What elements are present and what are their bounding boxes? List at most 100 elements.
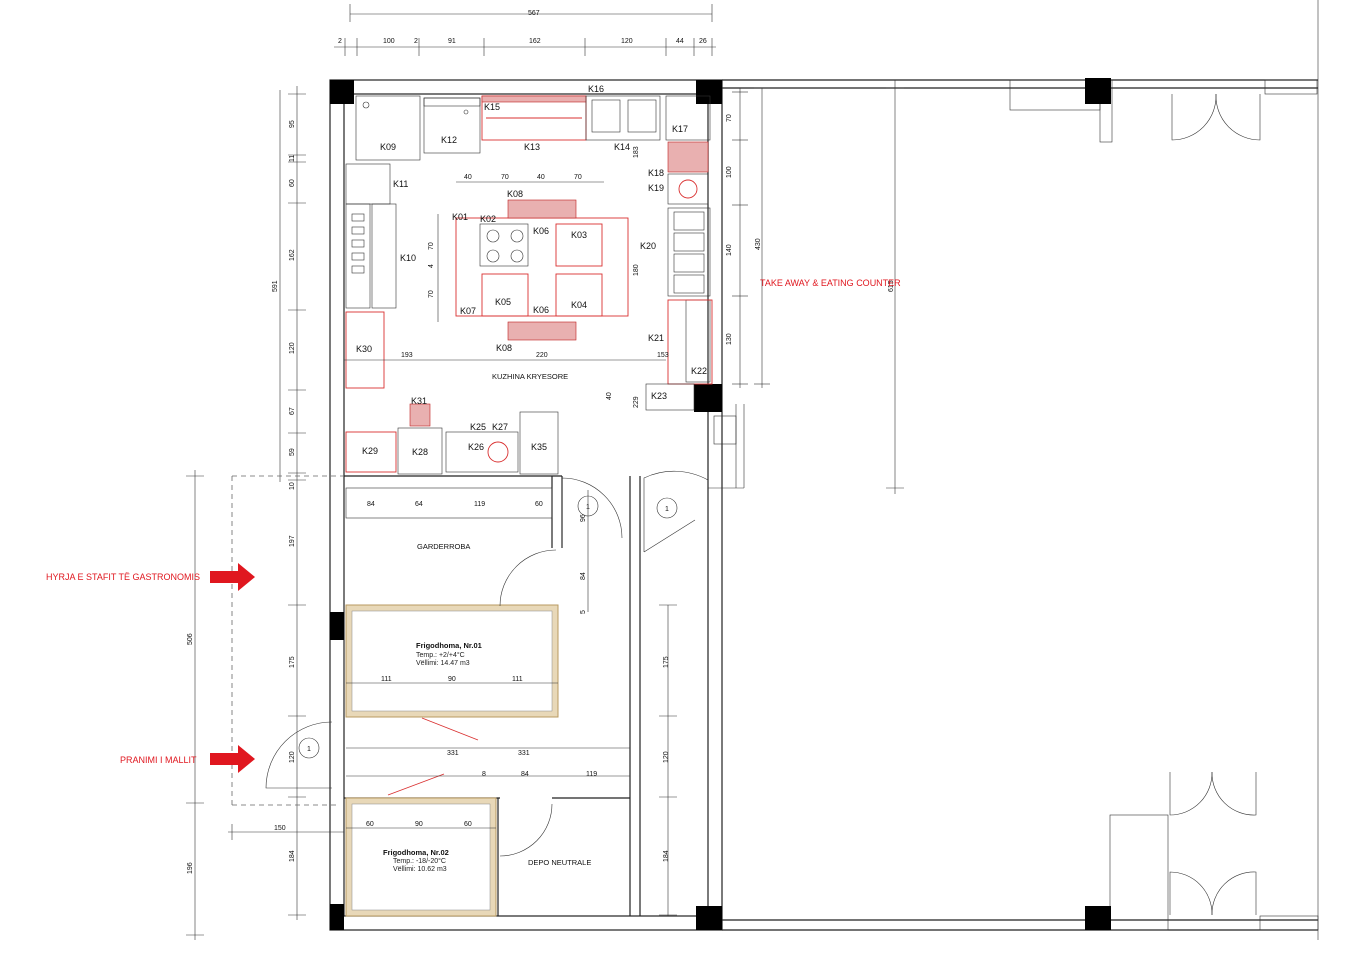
label-k14: K14 xyxy=(614,142,630,152)
label-k22: K22 xyxy=(691,366,707,376)
label-k11: K11 xyxy=(393,179,408,189)
label-k26: K26 xyxy=(468,442,484,452)
label-k08: K08 xyxy=(507,189,523,199)
exterior-dashed-area xyxy=(228,475,344,840)
dim-far-left: 196 xyxy=(187,862,194,874)
frigo1-volume: Vëllimi: 14.47 m3 xyxy=(416,660,470,667)
door-number: 1 xyxy=(665,506,669,513)
label-k21: K21 xyxy=(648,333,664,343)
dim-corridor-small: 5 xyxy=(580,610,587,614)
dim-left: 60 xyxy=(289,179,296,187)
dim-garderoba: 64 xyxy=(415,501,423,508)
label-k28: K28 xyxy=(412,447,428,457)
label-k25: K25 xyxy=(470,422,486,432)
label-k27: K27 xyxy=(492,422,508,432)
label-k12: K12 xyxy=(441,135,457,145)
label-k06: K06 xyxy=(533,226,549,236)
label-k04: K04 xyxy=(571,300,587,310)
dim-right-615: 615 xyxy=(888,280,895,292)
label-k08: K08 xyxy=(496,343,512,353)
frigo2-title: Frigodhoma, Nr.02 xyxy=(383,848,449,857)
dim-mid-small: 229 xyxy=(633,396,640,408)
dim-corridor-lower: 119 xyxy=(586,771,597,778)
top-dimension-lines xyxy=(334,4,716,56)
label-k15: K15 xyxy=(484,102,500,112)
dim-top-seg: 100 xyxy=(383,38,395,45)
label-k16: K16 xyxy=(588,84,604,94)
label-k10: K10 xyxy=(400,253,416,263)
dim-corridor-lower: 84 xyxy=(521,771,529,778)
dim-left-total: 591 xyxy=(272,280,279,292)
dim-island-top: 70 xyxy=(501,174,509,181)
label-k06: K06 xyxy=(533,305,549,315)
dim-island-top: 70 xyxy=(574,174,582,181)
label-k17: K17 xyxy=(672,124,688,134)
dim-frigo2: 90 xyxy=(415,821,423,828)
dim-frigo1: 111 xyxy=(381,676,392,683)
dim-right-corridor: 175 xyxy=(663,656,670,668)
dim-island-side: 180 xyxy=(633,264,640,276)
dim-far-left: 506 xyxy=(187,633,194,645)
dim-island-top: 40 xyxy=(464,174,472,181)
dim-right-k: 70 xyxy=(726,114,733,122)
dim-frigo2: 60 xyxy=(366,821,374,828)
dim-top-seg: 2 xyxy=(338,38,342,45)
note-takeaway: TAKE AWAY & EATING COUNTER xyxy=(760,278,901,288)
label-k13: K13 xyxy=(524,142,540,152)
dim-left: 59 xyxy=(289,448,296,456)
note-staff-entry: HYRJA E STAFIT TË GASTRONOMIS xyxy=(46,572,200,582)
dim-left: 10 xyxy=(289,482,296,490)
dim-left: 162 xyxy=(289,249,296,261)
dim-left: 67 xyxy=(289,407,296,415)
frigo1-temp: Temp.: +2/+4°C xyxy=(416,651,465,659)
doors xyxy=(265,470,709,857)
dim-left: 120 xyxy=(289,342,296,354)
dim-garderoba: 119 xyxy=(474,501,485,508)
label-k03: K03 xyxy=(571,230,587,240)
dim-kitchen-row: 193 xyxy=(401,352,413,359)
dim-frigo1: 90 xyxy=(448,676,456,683)
dim-right-corridor: 184 xyxy=(663,850,670,862)
dim-garderoba: 84 xyxy=(367,501,375,508)
dim-top-seg: 120 xyxy=(621,38,633,45)
label-k35: K35 xyxy=(531,442,547,452)
dim-k14-side: 183 xyxy=(633,146,640,158)
label-k02: K02 xyxy=(480,214,496,224)
dim-left: 184 xyxy=(289,850,296,862)
dim-top-seg: 91 xyxy=(448,38,456,45)
dim-left: 197 xyxy=(289,535,296,547)
dim-top-total: 567 xyxy=(528,10,540,17)
dim-left: 120 xyxy=(289,751,296,763)
cold-rooms xyxy=(345,604,630,917)
label-k01: K01 xyxy=(452,212,468,222)
dim-top-seg: 162 xyxy=(529,38,541,45)
label-k31: K31 xyxy=(411,396,427,406)
dim-corridor-small: 96 xyxy=(580,514,587,522)
room-depo-label: DEPO NEUTRALE xyxy=(528,858,591,867)
dim-corridor: 331 xyxy=(518,750,530,757)
frigo2-volume: Vëllimi: 10.62 m3 xyxy=(393,866,447,873)
dim-corridor-lower: 8 xyxy=(482,771,486,778)
dim-frigo1: 111 xyxy=(512,676,523,683)
dim-top-seg: 44 xyxy=(676,38,684,45)
dim-garderoba: 60 xyxy=(535,501,543,508)
door-number-circle xyxy=(656,497,678,519)
goods-arrow-icon xyxy=(210,745,255,773)
dim-mid-small: 40 xyxy=(606,392,613,400)
left-dimension-lines xyxy=(186,86,306,940)
room-kitchen-label: KUZHINA KRYESORE xyxy=(492,372,568,381)
label-k19: K19 xyxy=(648,183,664,193)
label-k09: K09 xyxy=(380,142,396,152)
label-k23: K23 xyxy=(651,391,667,401)
dim-right-k: 100 xyxy=(726,166,733,178)
dim-island-left: 4 xyxy=(428,264,435,268)
frigo1-title: Frigodhoma, Nr.01 xyxy=(416,641,482,650)
label-k07: K07 xyxy=(460,306,476,316)
dim-kitchen-row: 153 xyxy=(657,352,669,359)
dim-frigo2: 60 xyxy=(464,821,472,828)
dim-corridor-small: 84 xyxy=(580,572,587,580)
structural-columns xyxy=(330,78,1111,930)
door-number: 1 xyxy=(307,746,311,753)
kitchen-equipment xyxy=(345,95,737,519)
dim-left: 11 xyxy=(289,155,296,162)
